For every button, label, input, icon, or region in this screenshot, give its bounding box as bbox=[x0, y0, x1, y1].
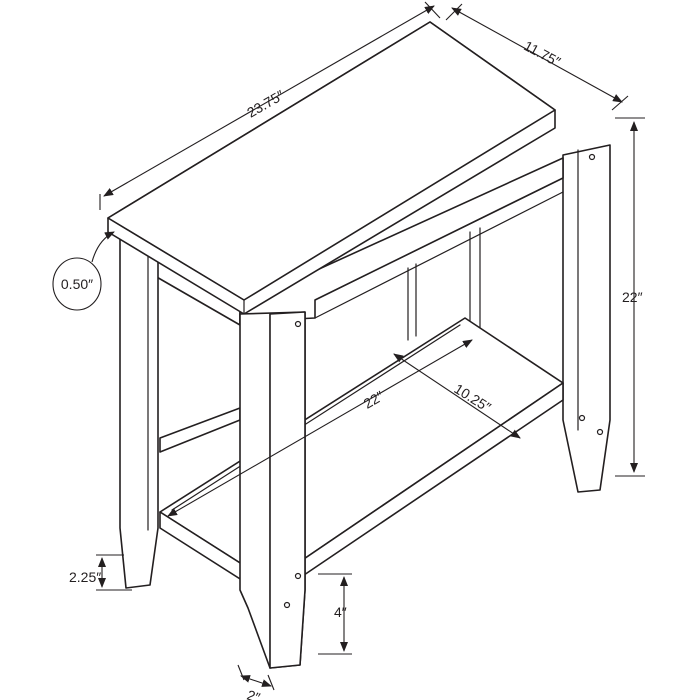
label-leg-width: 2″ bbox=[245, 687, 262, 700]
dim-shelf-clearance: 4″ bbox=[318, 573, 352, 655]
dim-height: 22″ bbox=[615, 117, 645, 477]
back-right-leg bbox=[562, 144, 611, 493]
label-shelf-clearance: 4″ bbox=[334, 604, 347, 620]
label-top-thickness: 0.50″ bbox=[61, 276, 93, 292]
bottom-shelf bbox=[159, 317, 564, 599]
front-leg bbox=[239, 311, 306, 669]
label-depth: 11.75″ bbox=[521, 37, 563, 69]
label-height: 22″ bbox=[622, 289, 643, 305]
back-left-leg bbox=[119, 224, 159, 589]
dim-leg-width: 2″ bbox=[237, 664, 275, 700]
dim-foot-height: 2.25″ bbox=[69, 554, 132, 591]
label-foot-height: 2.25″ bbox=[69, 569, 101, 585]
dim-top-thickness: 0.50″ bbox=[52, 231, 115, 311]
